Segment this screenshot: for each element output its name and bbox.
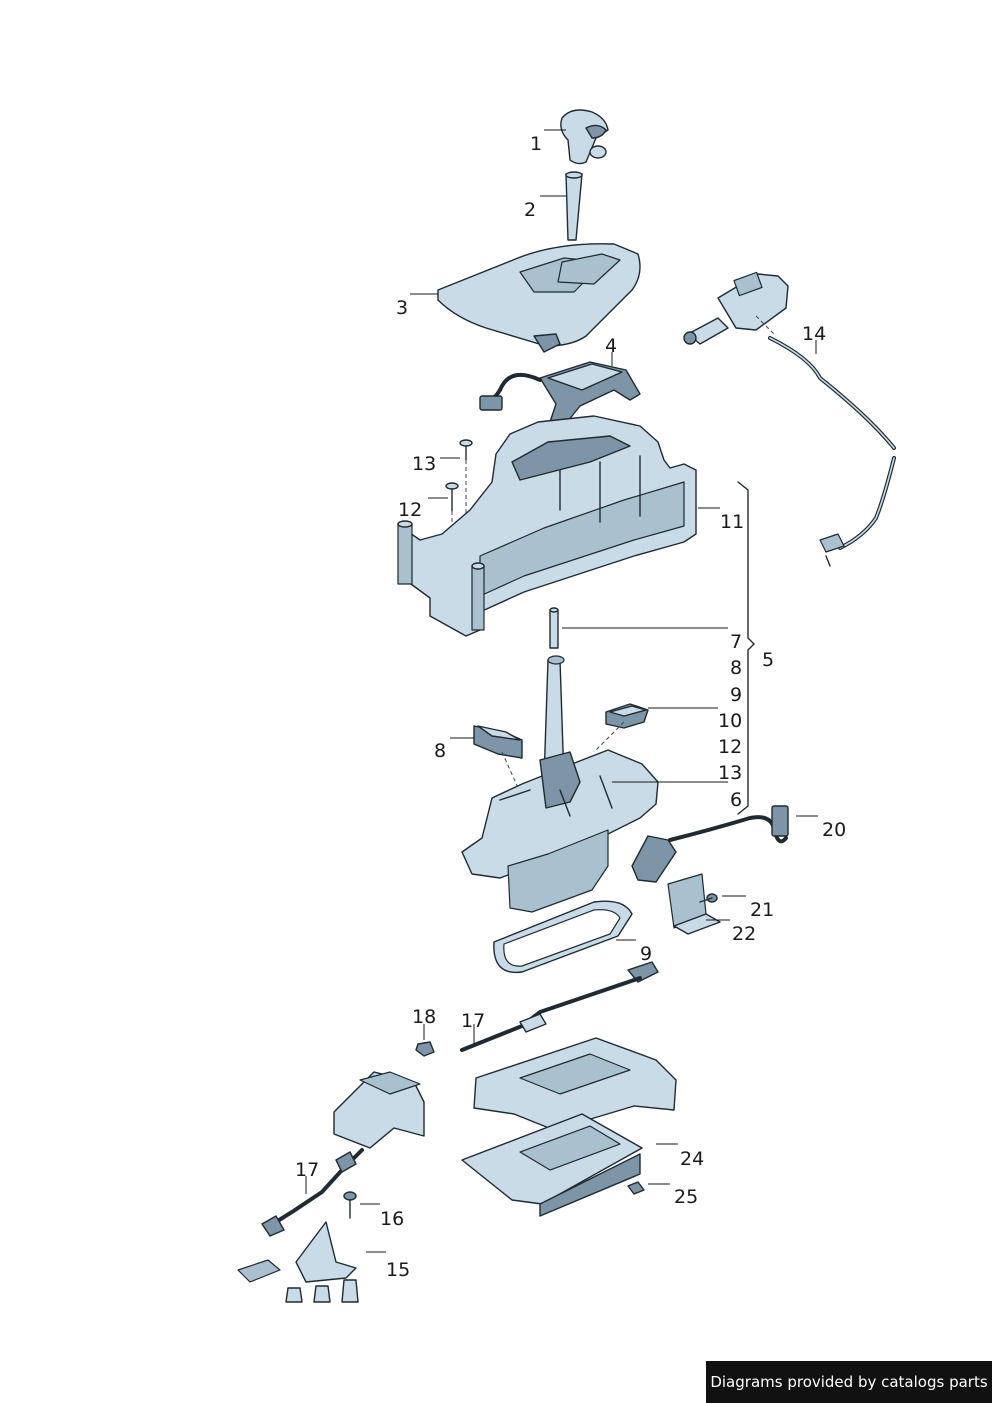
bracket-part-8 bbox=[473, 725, 523, 793]
cable-assembly-part-14 bbox=[683, 271, 896, 567]
bracket-part-22 bbox=[667, 873, 721, 935]
callout-1: 1 bbox=[530, 133, 542, 155]
callout-16: 16 bbox=[380, 1208, 404, 1230]
shift-mechanism-part-6 bbox=[461, 655, 659, 913]
callout-17: 17 bbox=[461, 1010, 485, 1032]
callout-4: 4 bbox=[605, 335, 617, 357]
clip-part-9 bbox=[593, 703, 649, 753]
screw-part-13-top bbox=[459, 439, 473, 550]
callout-8: 8 bbox=[730, 657, 742, 679]
callout-9: 9 bbox=[730, 684, 742, 706]
callout-13-right: 13 bbox=[718, 762, 742, 784]
screw-part-21 bbox=[699, 893, 718, 903]
trim-cover-part-3 bbox=[437, 243, 641, 353]
callout-13: 13 bbox=[412, 453, 436, 475]
nut-part-25 bbox=[627, 1181, 645, 1195]
callout-5: 5 bbox=[762, 649, 774, 671]
shift-boot-part-2 bbox=[565, 171, 583, 241]
callout-15: 15 bbox=[386, 1259, 410, 1281]
callout-3: 3 bbox=[396, 297, 408, 319]
callout-21: 21 bbox=[750, 899, 774, 921]
cover-plate-part-24 bbox=[461, 1037, 677, 1217]
callout-9-lower: 9 bbox=[640, 943, 652, 965]
lower-bracket-assembly bbox=[237, 1071, 425, 1303]
housing-part-11 bbox=[397, 415, 697, 637]
callout-18: 18 bbox=[412, 1006, 436, 1028]
callout-8-left: 8 bbox=[434, 740, 446, 762]
gasket-part-9 bbox=[493, 900, 633, 974]
wiring-harness-part-20 bbox=[631, 805, 789, 883]
callout-20: 20 bbox=[822, 819, 846, 841]
shift-knob-part-1 bbox=[560, 109, 609, 165]
assembly-bracket-part-5 bbox=[737, 481, 755, 815]
callout-2: 2 bbox=[524, 199, 536, 221]
callout-25: 25 bbox=[674, 1186, 698, 1208]
credit-banner: Diagrams provided by catalogs parts bbox=[706, 1361, 992, 1403]
leader-lines bbox=[305, 129, 818, 1253]
selector-indicator-part-4 bbox=[479, 361, 641, 427]
callout-6: 6 bbox=[730, 789, 742, 811]
nut-part-18 bbox=[415, 1041, 435, 1057]
callout-11: 11 bbox=[720, 511, 744, 533]
callout-22: 22 bbox=[732, 923, 756, 945]
callout-14: 14 bbox=[802, 323, 826, 345]
callout-17-lower: 17 bbox=[295, 1159, 319, 1181]
callout-10: 10 bbox=[718, 710, 742, 732]
callout-12-right: 12 bbox=[718, 736, 742, 758]
pin-part-7 bbox=[549, 607, 559, 649]
gearshift-cable-part-17-upper bbox=[460, 961, 659, 1052]
callout-7: 7 bbox=[730, 631, 742, 653]
screw-part-16 bbox=[343, 1191, 357, 1219]
callout-12: 12 bbox=[398, 499, 422, 521]
callout-24: 24 bbox=[680, 1148, 704, 1170]
